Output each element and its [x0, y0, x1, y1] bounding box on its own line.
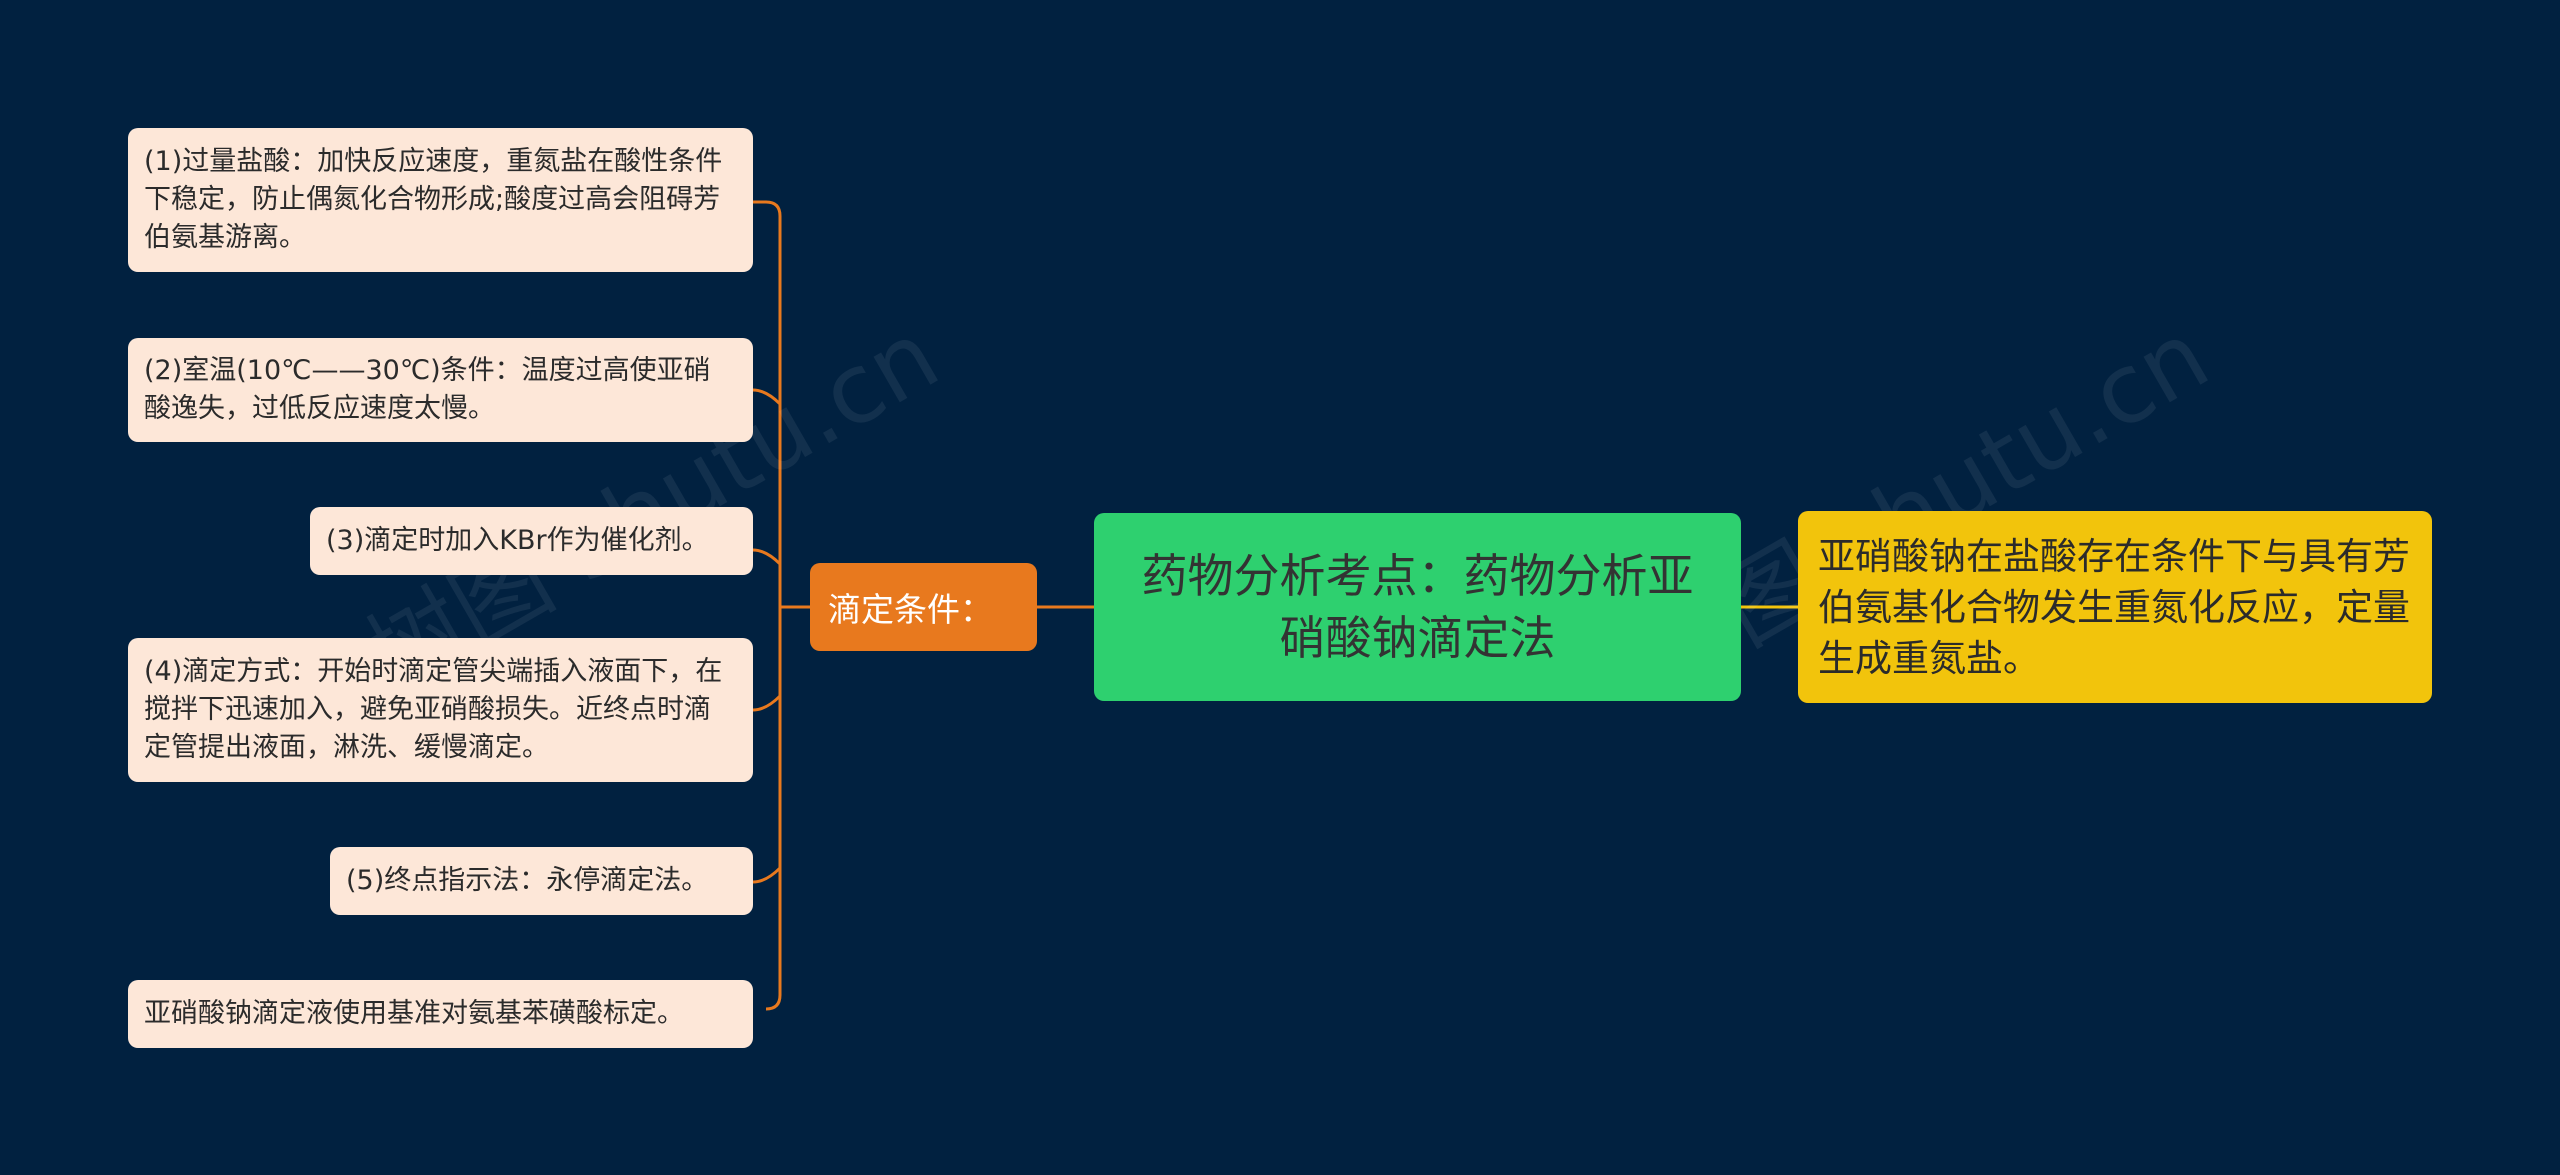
leaf-node-label: (5)终点指示法：永停滴定法。	[346, 865, 709, 896]
connector-leaf-4	[752, 694, 782, 712]
leaf-node-1[interactable]: (1)过量盐酸：加快反应速度，重氮盐在酸性条件下稳定，防止偶氮化合物形成;酸度过…	[128, 128, 753, 272]
connector-leaf-3	[752, 548, 782, 566]
description-node[interactable]: 亚硝酸钠在盐酸存在条件下与具有芳伯氨基化合物发生重氮化反应，定量生成重氮盐。	[1798, 511, 2432, 703]
description-node-label: 亚硝酸钠在盐酸存在条件下与具有芳伯氨基化合物发生重氮化反应，定量生成重氮盐。	[1818, 534, 2410, 680]
leaf-node-label: (2)室温(10℃——30℃)条件：温度过高使亚硝酸逸失，过低反应速度太慢。	[144, 355, 711, 424]
branch-node[interactable]: 滴定条件：	[810, 563, 1037, 651]
leaf-node-4[interactable]: (4)滴定方式：开始时滴定管尖端插入液面下，在搅拌下迅速加入，避免亚硝酸损失。近…	[128, 638, 753, 782]
connector-leaf-2	[752, 388, 782, 406]
root-node[interactable]: 药物分析考点：药物分析亚硝酸钠滴定法	[1094, 513, 1741, 701]
root-node-label: 药物分析考点：药物分析亚硝酸钠滴定法	[1141, 549, 1694, 665]
leaf-node-3[interactable]: (3)滴定时加入KBr作为催化剂。	[310, 507, 753, 575]
leaf-node-2[interactable]: (2)室温(10℃——30℃)条件：温度过高使亚硝酸逸失，过低反应速度太慢。	[128, 338, 753, 442]
leaf-node-label: 亚硝酸钠滴定液使用基准对氨基苯磺酸标定。	[144, 998, 684, 1029]
leaf-node-label: (4)滴定方式：开始时滴定管尖端插入液面下，在搅拌下迅速加入，避免亚硝酸损失。近…	[144, 656, 723, 763]
leaf-node-6[interactable]: 亚硝酸钠滴定液使用基准对氨基苯磺酸标定。	[128, 980, 753, 1048]
leaf-node-label: (1)过量盐酸：加快反应速度，重氮盐在酸性条件下稳定，防止偶氮化合物形成;酸度过…	[144, 146, 723, 253]
branch-node-label: 滴定条件：	[828, 590, 993, 629]
leaf-node-5[interactable]: (5)终点指示法：永停滴定法。	[330, 847, 753, 915]
leaf-node-label: (3)滴定时加入KBr作为催化剂。	[326, 525, 709, 556]
connector-leaf-5	[752, 866, 782, 884]
connector-spine	[765, 200, 782, 1011]
